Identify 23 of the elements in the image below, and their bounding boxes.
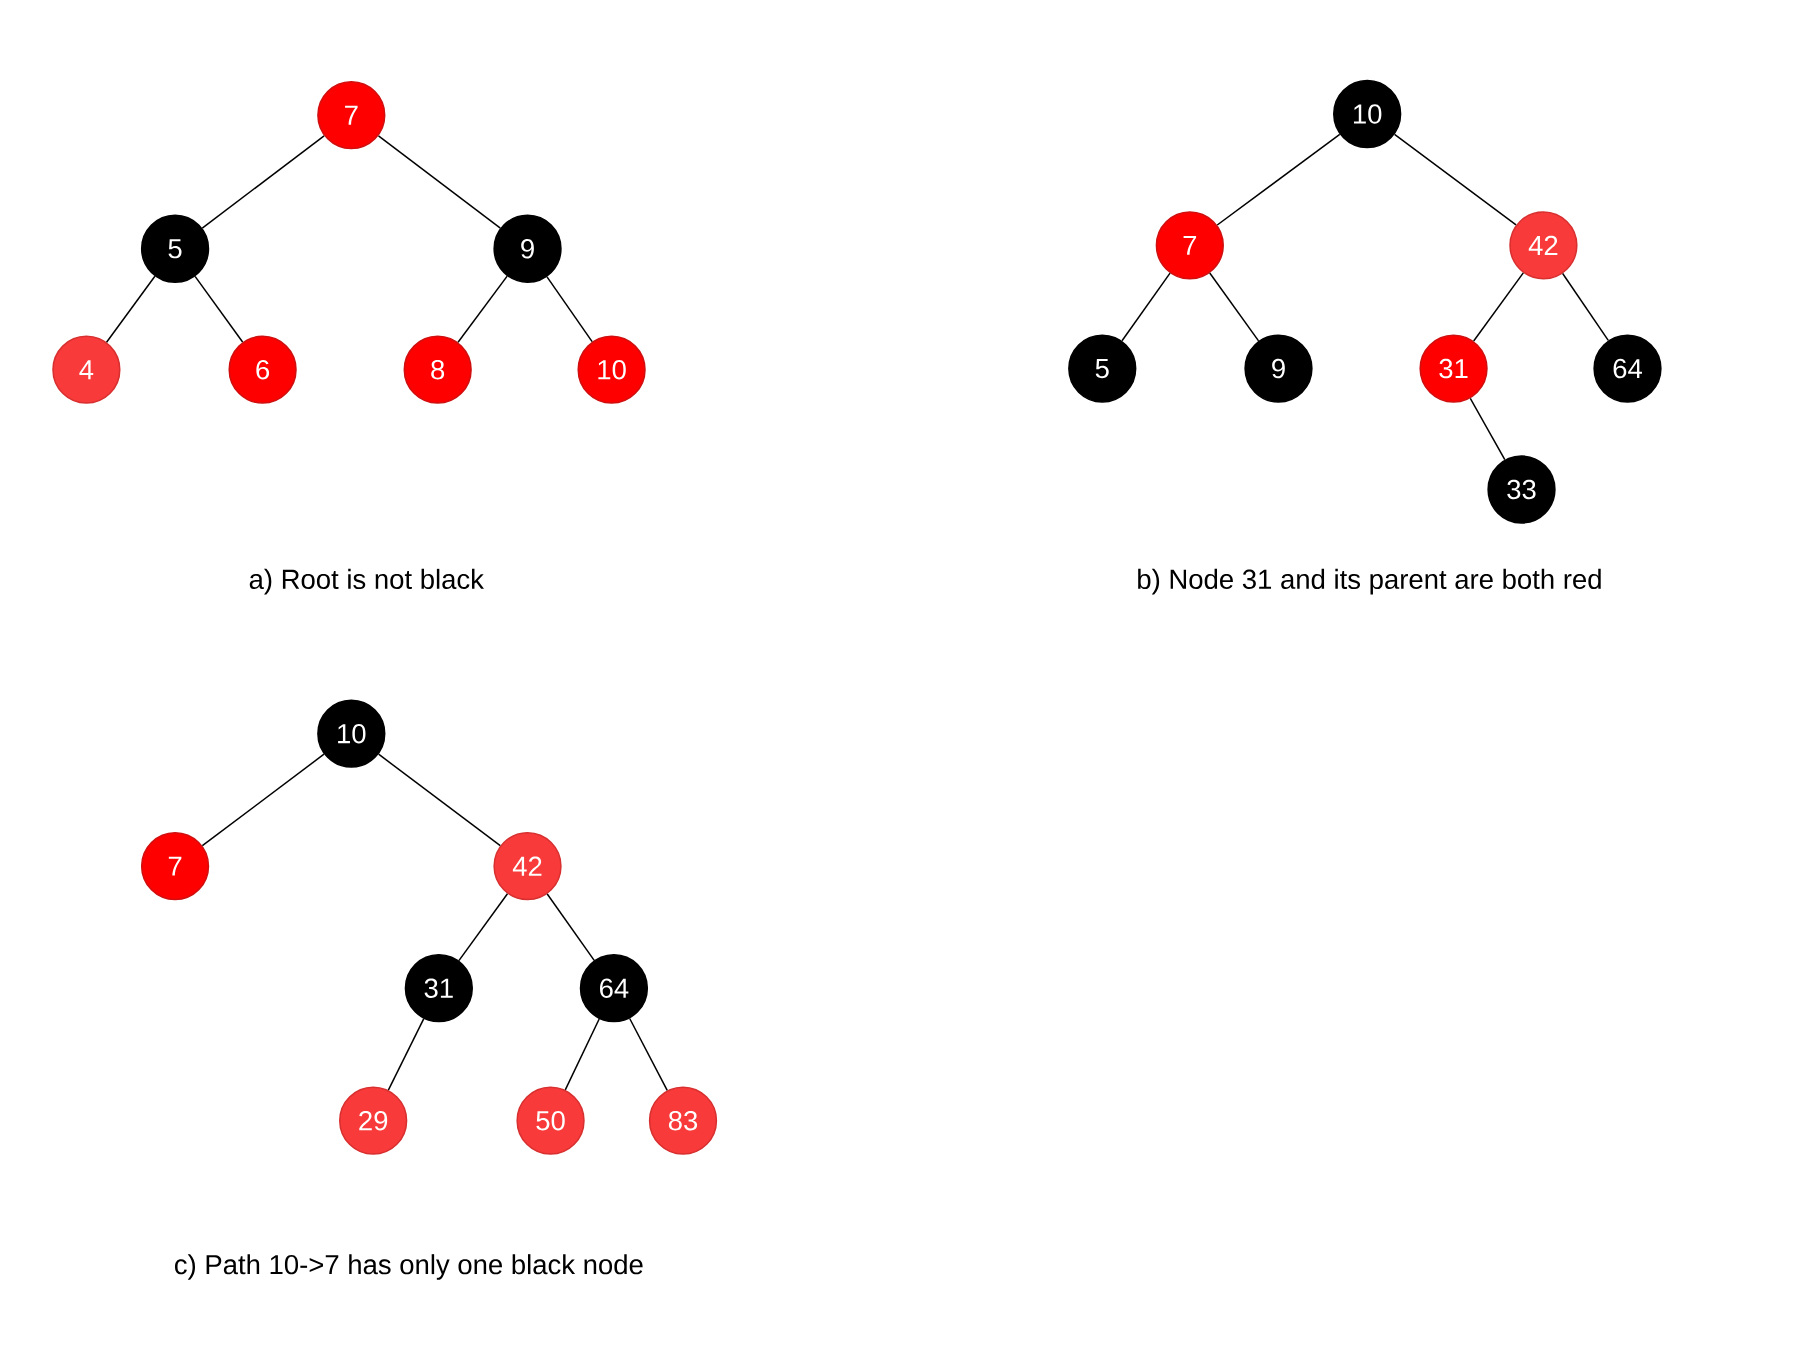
tree-edge (628, 1017, 668, 1092)
tree-edge (1393, 133, 1517, 226)
tree-edge (1561, 272, 1609, 342)
tree-edge (1469, 397, 1506, 461)
tree-edge (546, 893, 595, 962)
tree-edge (377, 135, 502, 229)
tree-edge (387, 1018, 425, 1091)
caption: a) Root is not black (249, 568, 484, 595)
tree-edge (377, 753, 501, 847)
tree-edge (457, 275, 508, 344)
tree-edge (546, 276, 593, 343)
tree-edge (194, 275, 244, 343)
tree-edge (201, 753, 325, 847)
tree-edge (1209, 272, 1260, 342)
tree-edge (1121, 272, 1171, 342)
tree-edge (458, 893, 509, 962)
tree-edge (201, 135, 325, 229)
tree-edge (1472, 272, 1525, 342)
caption: b) Node 31 and its parent are both red (1138, 568, 1601, 595)
tree-edge (564, 1018, 600, 1091)
tree-edge (1216, 133, 1341, 226)
caption: c) Path 10->7 has only one black node (175, 1254, 643, 1280)
tree-edge (105, 275, 156, 343)
